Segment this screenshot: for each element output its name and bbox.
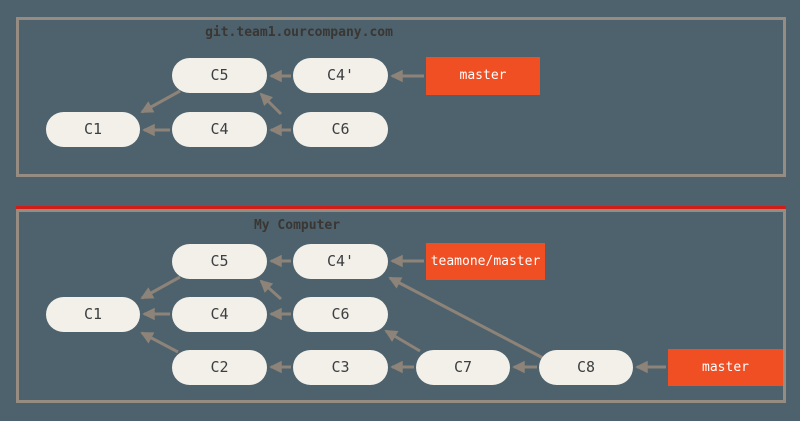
- commit-node-local-C7: C7: [416, 350, 510, 385]
- commit-node-local-C3: C3: [293, 350, 388, 385]
- commit-node-local-C5: C5: [172, 244, 267, 279]
- commit-node-server-C1: C1: [46, 112, 140, 147]
- commit-node-server-C5: C5: [172, 58, 267, 93]
- commit-node-local-C6: C6: [293, 297, 388, 332]
- commit-node-local-C4p: C4': [293, 244, 388, 279]
- commit-node-local-C1: C1: [46, 297, 140, 332]
- local-panel-title: My Computer: [253, 218, 341, 233]
- commit-node-local-C4: C4: [172, 297, 267, 332]
- local-repo-panel: [16, 209, 786, 403]
- branch-label-local-master: master: [668, 349, 783, 386]
- local-panel-top-red-line: [16, 206, 786, 209]
- commit-node-local-C8: C8: [539, 350, 633, 385]
- branch-label-local-teamone-master: teamone/master: [426, 243, 545, 280]
- commit-node-server-C4: C4: [172, 112, 267, 147]
- server-panel-title: git.team1.ourcompany.com: [205, 25, 393, 40]
- commit-node-local-C2: C2: [172, 350, 267, 385]
- branch-label-server-master: master: [426, 57, 540, 95]
- commit-node-server-C4p: C4': [293, 58, 388, 93]
- server-repo-panel: [16, 17, 786, 177]
- commit-node-server-C6: C6: [293, 112, 388, 147]
